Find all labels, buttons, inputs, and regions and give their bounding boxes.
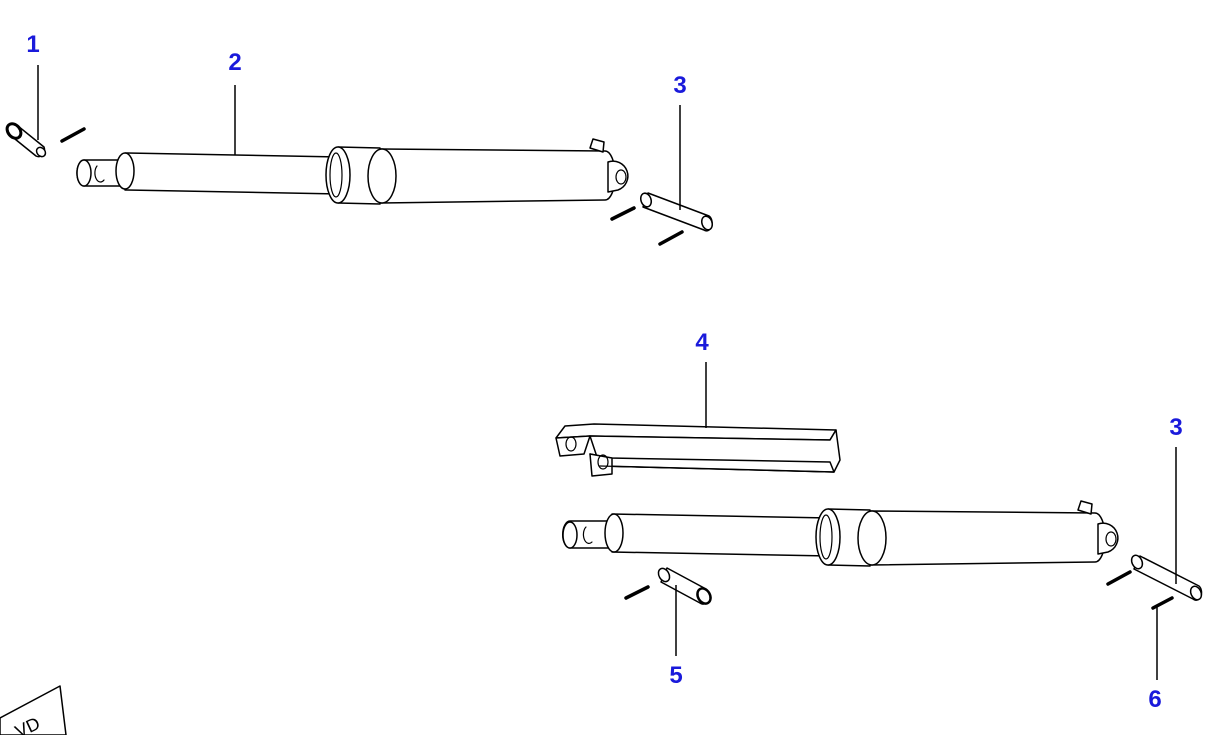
callout-2: 2 xyxy=(228,49,241,76)
lower-cylinder-assembly xyxy=(555,423,1204,610)
callout-3-upper: 3 xyxy=(673,72,686,99)
callout-1: 1 xyxy=(26,31,39,58)
part-3-pin-lower[interactable] xyxy=(1130,554,1204,602)
callout-labels: 1 2 3 4 3 5 6 xyxy=(26,31,1182,713)
part-3-cotter-pin-upper-b[interactable] xyxy=(658,230,684,246)
part-6-cotter-pin[interactable] xyxy=(1151,596,1174,610)
part-2-hydraulic-cylinder[interactable] xyxy=(76,138,629,205)
leader-lines xyxy=(37,65,1177,680)
callout-4: 4 xyxy=(695,329,709,356)
part-3-cotter-pin-upper-a[interactable] xyxy=(610,206,636,221)
part-3-cotter-pin-lower[interactable] xyxy=(1106,570,1132,586)
callout-3-lower: 3 xyxy=(1169,414,1182,441)
part-5-clevis-pin[interactable] xyxy=(656,566,713,605)
part-4-channel-guard[interactable] xyxy=(555,423,841,477)
lower-hydraulic-cylinder[interactable] xyxy=(561,500,1119,567)
part-5-cotter-pin[interactable] xyxy=(624,585,650,600)
corner-panel-fragment: VD xyxy=(0,685,67,735)
callout-5: 5 xyxy=(669,662,682,689)
part-3-pin-upper[interactable] xyxy=(639,192,714,232)
upper-cylinder-assembly xyxy=(4,121,714,246)
part-1-cotter-pin[interactable] xyxy=(60,127,86,143)
callout-6: 6 xyxy=(1148,686,1161,713)
part-1-clevis-pin[interactable] xyxy=(4,121,47,158)
